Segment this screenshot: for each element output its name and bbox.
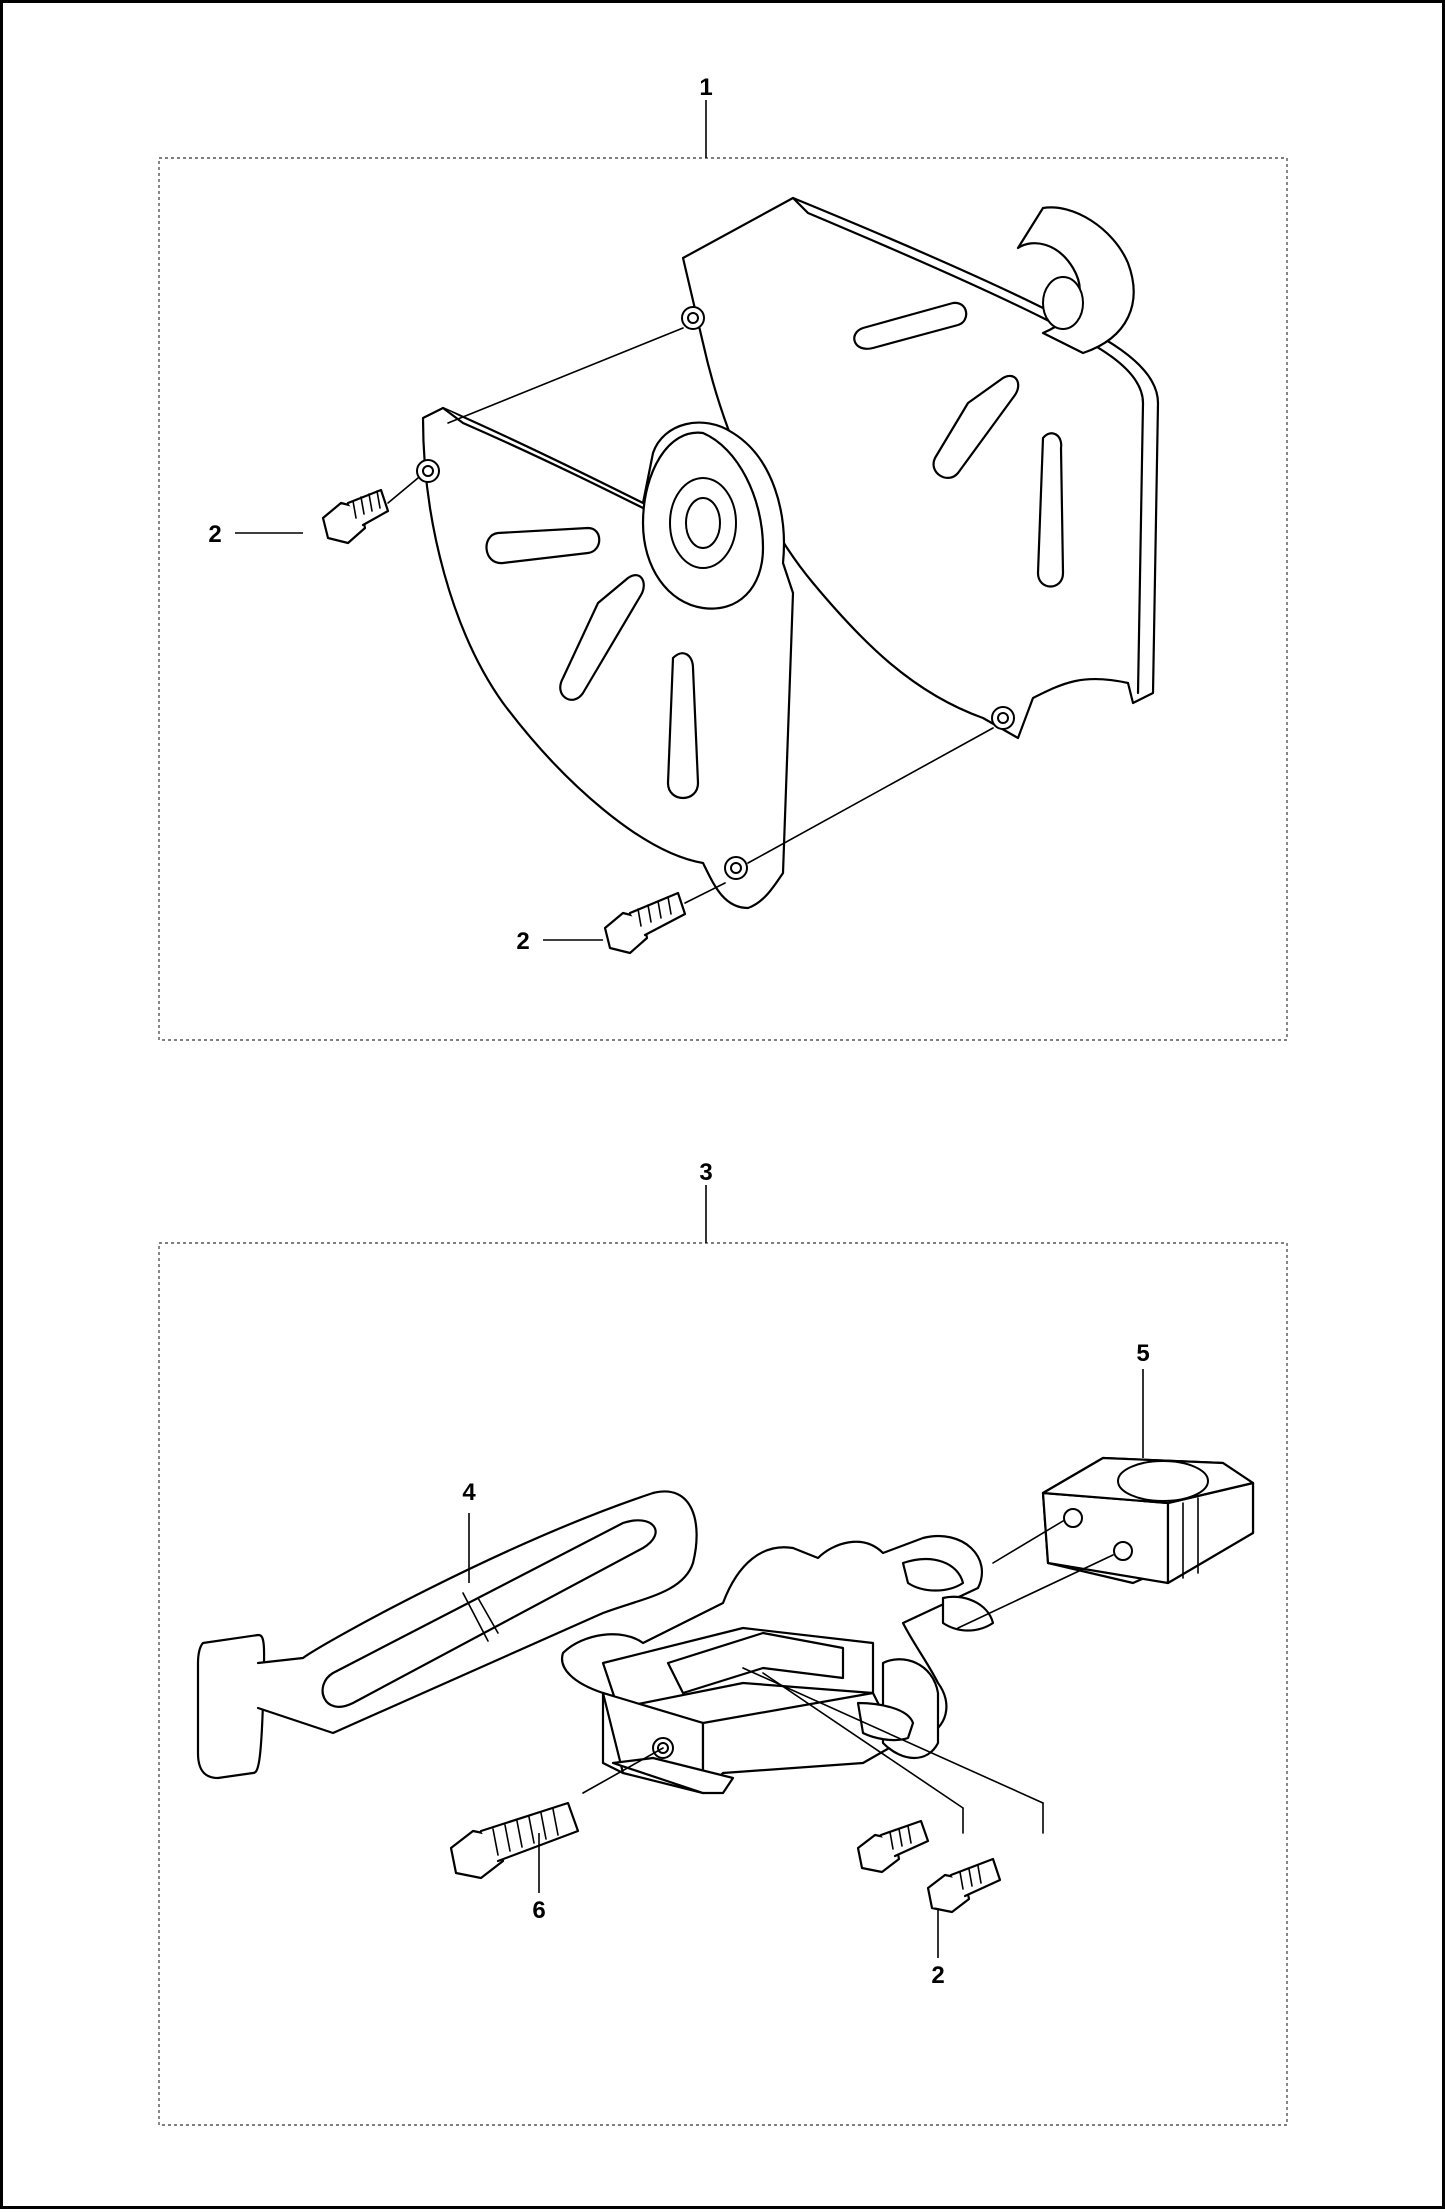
slotted-arm (196, 1490, 698, 1780)
clamp-connector-bottom (957, 1554, 1114, 1629)
exploded-parts-diagram: 1 (158, 74, 1288, 2126)
assembly-3: 3 4 (158, 1159, 1288, 2126)
screw-connector-1 (762, 1672, 964, 1809)
clamp-block (1041, 1456, 1255, 1585)
callout-2b: 2 (516, 928, 529, 955)
callout-2a: 2 (208, 521, 221, 548)
callout-3: 3 (699, 1159, 712, 1186)
plate-connector-top (447, 327, 684, 424)
screw-right (926, 1857, 1002, 1914)
screw-connector-2 (742, 1667, 1044, 1804)
assembly-1: 1 (158, 74, 1288, 1041)
plate-connector-bottom (747, 727, 994, 864)
rear-bracket-plate (681, 196, 1160, 740)
assembly-3-frame (158, 1242, 1288, 2126)
callout-4: 4 (462, 1479, 476, 1506)
front-bracket-plate (416, 406, 795, 910)
callout-2c: 2 (931, 1962, 944, 1989)
assembly-1-frame (158, 157, 1288, 1041)
bolt-upper (321, 477, 419, 545)
bolt-connector (582, 1747, 664, 1794)
callout-5: 5 (1136, 1340, 1149, 1367)
bolt-lower (603, 882, 726, 955)
callout-6: 6 (532, 1897, 545, 1924)
clamp-connector-top (992, 1520, 1064, 1564)
callout-1: 1 (699, 74, 712, 101)
long-bolt (449, 1801, 580, 1880)
screw-left (856, 1819, 930, 1874)
